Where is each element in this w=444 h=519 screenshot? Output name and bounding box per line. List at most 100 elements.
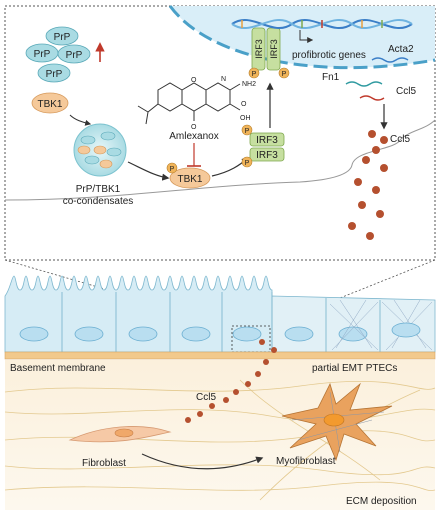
emt-nucleus	[391, 322, 421, 338]
irf3-phospho-2	[241, 156, 253, 168]
condensate-prp-2	[100, 131, 116, 141]
irf3-nuclear-label-2: IRF3	[269, 39, 279, 59]
cell-membrane-line	[4, 119, 436, 201]
ccl5-dot	[380, 164, 388, 172]
ccl5-dot	[209, 403, 215, 409]
inset-panel: PrP PrP PrP PrP TBK1 PrP/TBK1 co-condens…	[4, 5, 436, 261]
gene-acta2: Acta2	[388, 44, 414, 55]
irf3-nuclear-phospho-1	[248, 67, 260, 79]
arrow-to-condensate	[69, 114, 92, 126]
gene-ccl5: Ccl5	[396, 86, 416, 97]
mrna-fn1	[345, 81, 383, 87]
dna-helix	[231, 18, 413, 30]
ecm-fibers	[4, 379, 436, 501]
isopropyl-bond-3	[145, 111, 149, 125]
irf3-dimer-label-1: IRF3	[256, 135, 278, 146]
irf3-phospho-label-1: P	[245, 128, 250, 135]
condensate-label-2: co-condensates	[63, 196, 134, 207]
ccl5-dot	[372, 186, 380, 194]
ccl5-dot	[368, 130, 376, 138]
irf3-nuclear-phospho-2	[278, 67, 290, 79]
ccl5-dot	[380, 136, 388, 144]
fiber	[4, 380, 436, 393]
myofibroblast-nucleus	[323, 413, 345, 427]
cell-nuclei	[19, 326, 368, 342]
fiber	[4, 464, 436, 476]
tbk1-free-label: TBK1	[37, 99, 62, 110]
irf3-dimer-bottom	[249, 147, 285, 162]
co-condensate	[73, 123, 127, 177]
nucleus	[232, 326, 262, 342]
amlexanox-o-ring: O	[191, 77, 197, 84]
prp-label-1: PrP	[54, 32, 71, 43]
prp-ellipse-3	[57, 44, 91, 64]
acid-bond	[229, 103, 241, 111]
ccl5-dot	[245, 381, 251, 387]
ccl5-dot	[271, 347, 277, 353]
prp-cluster: PrP PrP PrP PrP	[25, 26, 105, 83]
ecm-background	[5, 360, 435, 510]
irf3-nuclear-label-1: IRF3	[254, 39, 264, 59]
mrna-ccl5	[359, 95, 385, 101]
amlexanox-label: Amlexanox	[169, 131, 218, 142]
stress-fiber	[297, 419, 373, 441]
amlexanox-nh2: NH2	[242, 81, 256, 88]
prp-label-2: PrP	[34, 49, 51, 60]
ccl5-dot	[223, 397, 229, 403]
nucleus	[19, 326, 49, 342]
ccl5-dot	[259, 339, 265, 345]
amine-bond	[229, 83, 241, 91]
fiber	[4, 481, 436, 491]
fiber	[4, 408, 436, 422]
nucleus	[338, 326, 368, 342]
ccl5-dot	[185, 417, 191, 423]
profibrotic-label: profibrotic genes	[292, 50, 366, 61]
isopropyl-bond-1	[147, 103, 159, 113]
nucleus	[128, 326, 158, 342]
ccl5-dot	[197, 411, 203, 417]
basement-membrane-label: Basement membrane	[10, 363, 106, 374]
basement-membrane-band	[4, 351, 436, 360]
irf3-nuclear-phospho-label-1: P	[252, 71, 257, 78]
emt-label: partial EMT PTECs	[312, 363, 397, 374]
ccl5-inset-dots	[348, 130, 388, 240]
amlexanox-oh: OH	[240, 115, 251, 122]
irf3-phospho-1	[241, 124, 253, 136]
ccl5-dot	[255, 371, 261, 377]
ecm-label: ECM deposition	[346, 496, 417, 507]
mrna-acta2	[371, 57, 409, 63]
tissue-panel: Basement membrane partial EMT PTECs Ccl5…	[4, 275, 436, 510]
ptbk1-phospho-badge	[166, 162, 178, 174]
mesh-line	[329, 299, 379, 351]
condensate-prp-4	[84, 155, 100, 165]
nucleus	[74, 326, 104, 342]
ccl5-dot	[372, 146, 380, 154]
ccl5-tissue-label: Ccl5	[196, 392, 216, 403]
condensate-tbk1-3	[77, 145, 91, 155]
prp-label-4: PrP	[46, 69, 63, 80]
transcription-arrow	[299, 30, 314, 43]
prp-ellipse-1	[45, 26, 79, 46]
amlexanox-structure	[137, 82, 241, 125]
ptbk1-phospho-label: P	[170, 166, 175, 173]
myofibroblast-label: Myofibroblast	[276, 456, 336, 467]
arrow-differentiation	[141, 453, 264, 470]
ccl5-dot	[376, 210, 384, 218]
irf3-dimer-label-2: IRF3	[256, 150, 278, 161]
ccl5-dot	[263, 359, 269, 365]
epithelium	[4, 275, 436, 353]
amlexanox-o-keto: O	[191, 124, 197, 131]
fibroblast-label: Fibroblast	[82, 458, 126, 469]
ccl5-tissue-dots	[185, 339, 277, 423]
prp-ellipse-4	[37, 63, 71, 83]
condensate-label-1: PrP/TBK1	[76, 184, 121, 195]
condensate-prp-1	[80, 135, 96, 145]
arrow-condensate-to-ptbk1	[127, 161, 170, 181]
irf3-nuclear-phospho-label-2: P	[282, 71, 287, 78]
condensate-tbk1-2	[99, 159, 113, 169]
ptbk1-ellipse	[169, 167, 211, 189]
ptbk1-label: TBK1	[177, 174, 202, 185]
irf3-nuclear-left	[251, 27, 266, 71]
nucleus	[181, 326, 211, 342]
